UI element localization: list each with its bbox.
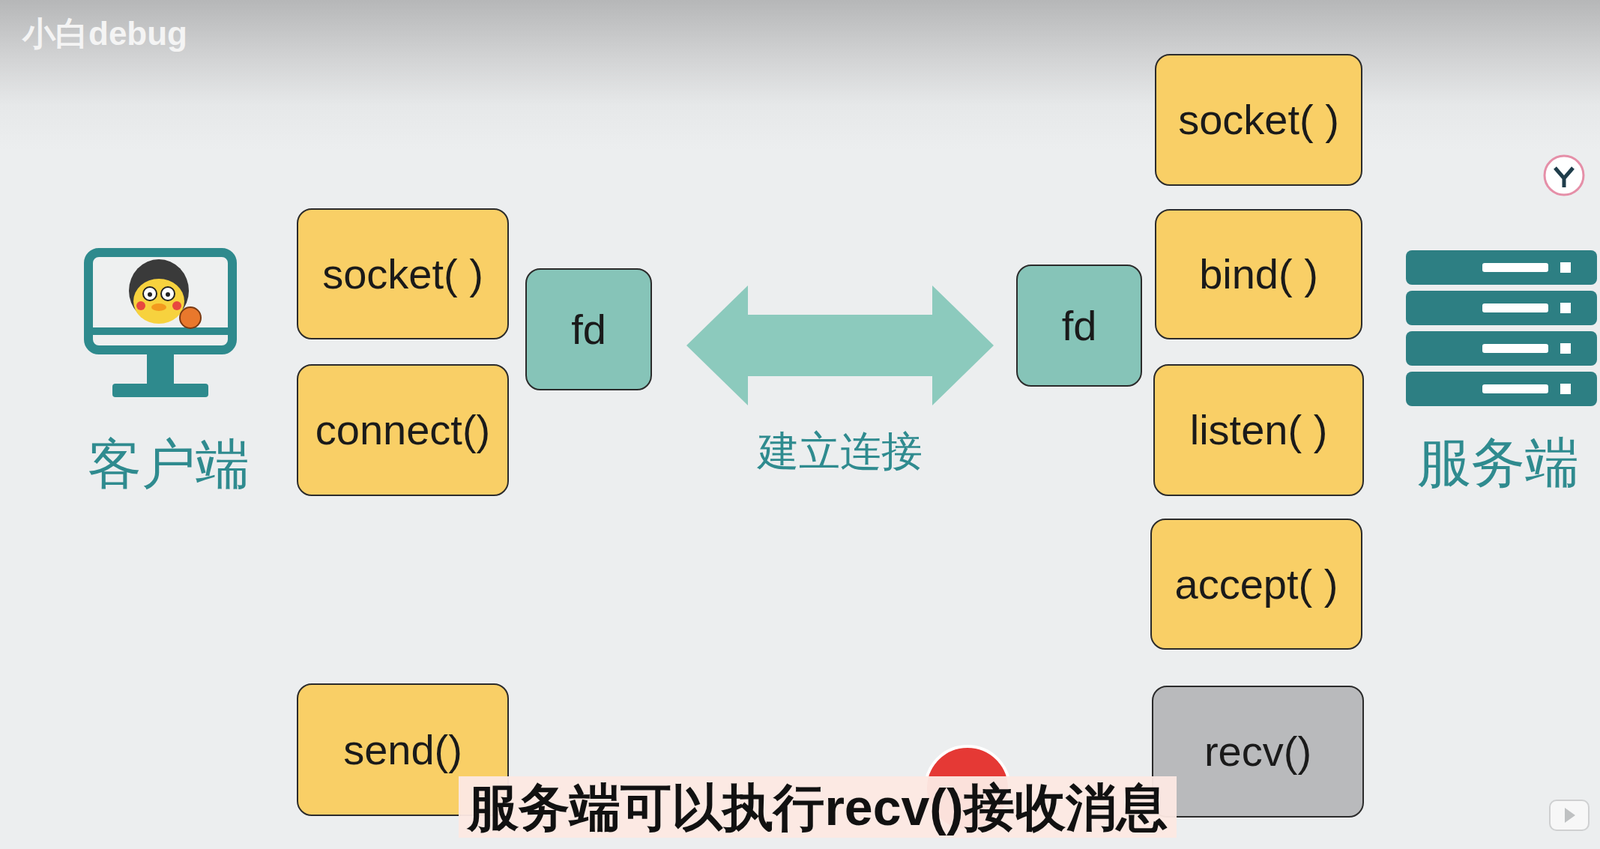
subtitle-caption: 服务端可以执行recv()接收消息 (458, 776, 1176, 838)
node-text: accept( ) (1175, 561, 1339, 608)
corner-icon-mark (1555, 167, 1574, 188)
watermark: 小白debug (22, 14, 188, 54)
node-text: bind( ) (1199, 251, 1319, 298)
server-led (1560, 302, 1571, 314)
avatar-beak (151, 303, 167, 312)
avatar-face (133, 278, 185, 324)
server-led (1560, 262, 1571, 273)
avatar-pupil (147, 292, 153, 297)
tv-icon-play (1564, 807, 1576, 823)
server-rack (1405, 331, 1598, 366)
node-text: socket( ) (322, 251, 484, 298)
function-box-disabled: recv() (1151, 685, 1364, 818)
function-box: accept( ) (1150, 518, 1363, 650)
avatar-cheek (136, 301, 146, 311)
function-box: socket( ) (1154, 53, 1363, 186)
server-slot (1482, 263, 1549, 273)
monitor-chin (88, 327, 233, 335)
edge-label: 建立连接 (757, 427, 923, 476)
server-slot (1482, 303, 1549, 313)
server-slot (1482, 384, 1549, 394)
side-label: 客户端 (87, 433, 250, 496)
node-text: socket( ) (1178, 96, 1340, 144)
function-box: connect() (296, 364, 509, 497)
avatar-ball (179, 307, 201, 329)
avatar-eye (161, 287, 175, 301)
server-rack (1405, 371, 1598, 407)
monitor-neck (146, 349, 174, 388)
node-text: connect() (315, 406, 491, 454)
monitor-base (112, 383, 209, 398)
fd-box: fd (525, 268, 652, 391)
node-text: fd (571, 306, 607, 353)
avatar-eye (143, 287, 157, 301)
server-slot (1482, 343, 1549, 353)
server-led (1560, 383, 1571, 395)
server-rack (1405, 250, 1598, 285)
server-led (1560, 343, 1571, 354)
monitor-screen (88, 252, 233, 350)
tv-icon (1549, 800, 1589, 831)
double-arrow (686, 285, 994, 406)
fd-box: fd (1016, 264, 1143, 387)
node-text: listen( ) (1190, 406, 1328, 454)
server-icon (1405, 250, 1598, 407)
node-text: send() (343, 726, 463, 774)
avatar-pupil (165, 292, 171, 297)
function-box: bind( ) (1154, 209, 1363, 340)
server-rack (1405, 290, 1598, 326)
avatar-cheek (172, 301, 182, 311)
side-label: 服务端 (1417, 431, 1580, 494)
node-text: fd (1061, 302, 1098, 350)
function-box: listen( ) (1153, 364, 1364, 497)
corner-icon (1544, 155, 1584, 195)
node-text: recv() (1204, 728, 1312, 775)
function-box: socket( ) (296, 208, 509, 340)
monitor-icon (88, 252, 233, 398)
